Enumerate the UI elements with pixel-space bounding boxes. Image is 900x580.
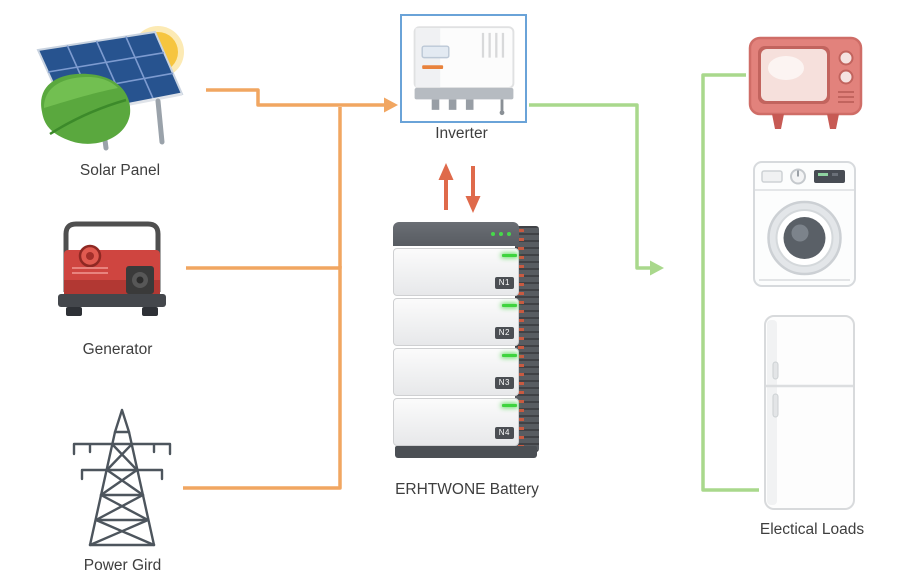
battery-top-cap [393, 222, 519, 246]
electrical-loads-label: Electical Loads [759, 521, 865, 538]
solar-panel-icon [36, 26, 184, 151]
battery-node: N1 N2 N3 N4 [393, 222, 539, 462]
battery-status-led [491, 232, 495, 236]
battery-module: N1 [393, 248, 519, 296]
generator-icon [58, 221, 166, 316]
refrigerator-icon [764, 315, 855, 510]
arrow-inverter-to-battery [465, 166, 481, 213]
washing-machine-node [752, 160, 857, 295]
solar-panel-label: Solar Panel [79, 162, 161, 179]
battery-rail-pins [518, 229, 524, 449]
battery-module-led [502, 304, 517, 307]
battery-module-tag: N2 [494, 327, 514, 339]
tv-icon [748, 36, 863, 129]
battery-module-tag: N3 [494, 377, 514, 389]
inverter-icon [413, 25, 514, 115]
battery-status-led [499, 232, 503, 236]
battery-module: N4 [393, 398, 519, 446]
battery-module-led [502, 404, 517, 407]
battery-stack: N1 N2 N3 N4 [393, 222, 519, 446]
battery-module-tag: N1 [494, 277, 514, 289]
battery-module-tag: N4 [494, 427, 514, 439]
battery-module: N2 [393, 298, 519, 346]
inverter-label: Inverter [435, 125, 488, 142]
generator-label: Generator [82, 341, 153, 358]
arrow-battery-to-inverter [438, 163, 454, 210]
power-grid-node: Power Gird [60, 402, 185, 575]
battery-base [395, 446, 537, 458]
washing-machine-icon [753, 161, 856, 287]
battery-module: N3 [393, 348, 519, 396]
generator-node: Generator [50, 216, 185, 359]
connector-solar-to-inverter [206, 88, 398, 113]
connector-grid-to-inverter [183, 266, 342, 490]
battery-module-led [502, 254, 517, 257]
inverter-node [400, 14, 527, 123]
refrigerator-node [762, 314, 857, 519]
tv-node [748, 36, 863, 137]
battery-module-led [502, 354, 517, 357]
loads-distribution-line [701, 73, 759, 492]
battery-label: ERHTWONE Battery [395, 481, 539, 498]
power-grid-label: Power Gird [83, 557, 162, 574]
connector-inverter-to-loads [529, 103, 664, 276]
solar-panel-node: Solar Panel [30, 20, 210, 180]
battery-connector-rail [515, 226, 539, 452]
battery-status-led [507, 232, 511, 236]
power-grid-icon [72, 408, 172, 547]
